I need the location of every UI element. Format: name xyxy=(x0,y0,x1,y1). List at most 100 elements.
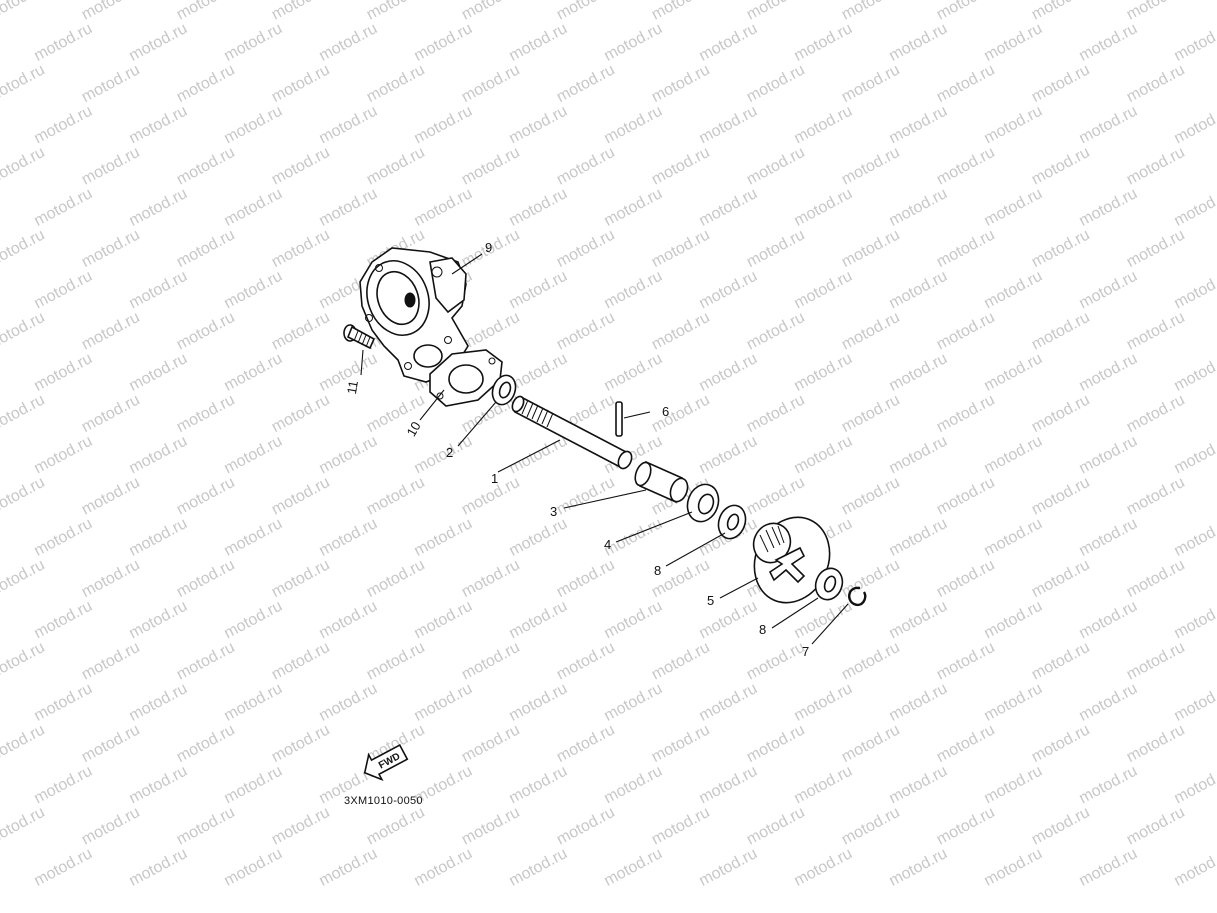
leader-lines xyxy=(360,253,849,645)
watermark-text: motod.ru xyxy=(696,268,760,313)
watermark-text: motod.ru xyxy=(79,61,143,106)
watermark-text: motod.ru xyxy=(1076,20,1140,65)
watermark-text: motod.ru xyxy=(839,309,903,354)
watermark-text: motod.ru xyxy=(744,226,808,271)
watermark-text: motod.ru xyxy=(601,680,665,725)
watermark-text: motod.ru xyxy=(1029,721,1093,766)
watermark-text: motod.ru xyxy=(221,185,285,230)
watermark-text: motod.ru xyxy=(126,845,190,890)
watermark-text: motod.ru xyxy=(554,309,618,354)
watermark-text: motod.ru xyxy=(649,144,713,189)
callout-2: 2 xyxy=(446,445,453,460)
watermark-text: motod.ru xyxy=(649,226,713,271)
watermark-text: motod.ru xyxy=(1076,598,1140,643)
pump-housing-9 xyxy=(359,247,469,383)
watermark-text: motod.ru xyxy=(221,515,285,560)
watermark-text: motod.ru xyxy=(886,845,950,890)
watermark-text: motod.ru xyxy=(31,185,95,230)
watermark-text: motod.ru xyxy=(364,639,428,684)
watermark-text: motod.ru xyxy=(459,309,523,354)
watermark-text: motod.ru xyxy=(1029,391,1093,436)
bearing-4 xyxy=(686,483,720,523)
watermark-text: motod.ru xyxy=(1171,20,1217,65)
watermark-text: motod.ru xyxy=(696,763,760,808)
watermark-text: motod.ru xyxy=(79,721,143,766)
watermark-text: motod.ru xyxy=(981,515,1045,560)
watermark-text: motod.ru xyxy=(126,680,190,725)
watermark-text: motod.ru xyxy=(1076,185,1140,230)
watermark-text: motod.ru xyxy=(269,556,333,601)
watermark-text: motod.ru xyxy=(981,680,1045,725)
watermark-text: motod.ru xyxy=(649,309,713,354)
watermark-text: motod.ru xyxy=(554,474,618,519)
watermark-text: motod.ru xyxy=(506,845,570,890)
watermark-text: motod.ru xyxy=(554,556,618,601)
watermark-text: motod.ru xyxy=(459,804,523,849)
watermark-text: motod.ru xyxy=(839,61,903,106)
watermark-text: motod.ru xyxy=(1171,103,1217,148)
watermark-text: motod.ru xyxy=(981,763,1045,808)
watermark-text: motod.ru xyxy=(126,103,190,148)
bushing-3 xyxy=(634,460,689,504)
watermark-text: motod.ru xyxy=(126,185,190,230)
callout-8b: 8 xyxy=(759,622,766,637)
washer-2 xyxy=(491,374,517,406)
watermark-text: motod.ru xyxy=(0,391,48,436)
watermark-text: motod.ru xyxy=(601,185,665,230)
watermark-text: motod.ru xyxy=(886,103,950,148)
watermark-text: motod.ru xyxy=(886,433,950,478)
watermark-text: motod.ru xyxy=(791,20,855,65)
watermark-text: motod.ru xyxy=(1124,0,1188,24)
watermark-text: motod.ru xyxy=(934,226,998,271)
watermark-text: motod.ru xyxy=(0,226,48,271)
callout-9: 9 xyxy=(485,240,492,255)
watermark-text: motod.ru xyxy=(934,721,998,766)
watermark-text: motod.ru xyxy=(744,804,808,849)
callout-labels: 9 11 10 2 1 6 3 4 8 5 8 7 xyxy=(344,240,809,659)
watermark-text: motod.ru xyxy=(554,639,618,684)
watermark-text: motod.ru xyxy=(174,144,238,189)
watermark-text: motod.ru xyxy=(934,391,998,436)
watermark-text: motod.ru xyxy=(934,0,998,24)
watermark-text: motod.ru xyxy=(839,144,903,189)
watermark-text: motod.ru xyxy=(269,309,333,354)
watermark-text: motod.ru xyxy=(221,433,285,478)
watermark-text: motod.ru xyxy=(316,103,380,148)
watermark-text: motod.ru xyxy=(1124,721,1188,766)
watermark-text: motod.ru xyxy=(269,61,333,106)
pin-6 xyxy=(615,401,623,437)
watermark-text: motod.ru xyxy=(269,639,333,684)
watermark-text: motod.ru xyxy=(981,185,1045,230)
watermark-text: motod.ru xyxy=(839,0,903,24)
watermark-text: motod.ru xyxy=(0,474,48,519)
watermark-text: motod.ru xyxy=(459,0,523,24)
watermark-text: motod.ru xyxy=(1171,268,1217,313)
watermark-text: motod.ru xyxy=(649,0,713,24)
watermark-text: motod.ru xyxy=(791,103,855,148)
watermark-text: motod.ru xyxy=(696,680,760,725)
watermark-text: motod.ru xyxy=(411,598,475,643)
watermark-text: motod.ru xyxy=(79,474,143,519)
watermark-text: motod.ru xyxy=(791,268,855,313)
watermark-text: motod.ru xyxy=(886,515,950,560)
watermark-text: motod.ru xyxy=(221,20,285,65)
watermark-text: motod.ru xyxy=(506,268,570,313)
watermark-text: motod.ru xyxy=(126,20,190,65)
watermark-text: motod.ru xyxy=(126,515,190,560)
callout-3: 3 xyxy=(550,504,557,519)
watermark-text: motod.ru xyxy=(1171,680,1217,725)
watermark-text: motod.ru xyxy=(601,350,665,395)
watermark-text: motod.ru xyxy=(1124,144,1188,189)
watermark-text: motod.ru xyxy=(1171,598,1217,643)
watermark-text: motod.ru xyxy=(364,804,428,849)
watermark-text: motod.ru xyxy=(1029,226,1093,271)
watermark-text: motod.ru xyxy=(839,391,903,436)
watermark-text: motod.ru xyxy=(174,556,238,601)
watermark-text: motod.ru xyxy=(174,61,238,106)
watermark-text: motod.ru xyxy=(221,598,285,643)
watermark-text: motod.ru xyxy=(364,61,428,106)
watermark-text: motod.ru xyxy=(126,350,190,395)
watermark-text: motod.ru xyxy=(411,103,475,148)
watermark-text: motod.ru xyxy=(0,721,48,766)
watermark-text: motod.ru xyxy=(601,763,665,808)
